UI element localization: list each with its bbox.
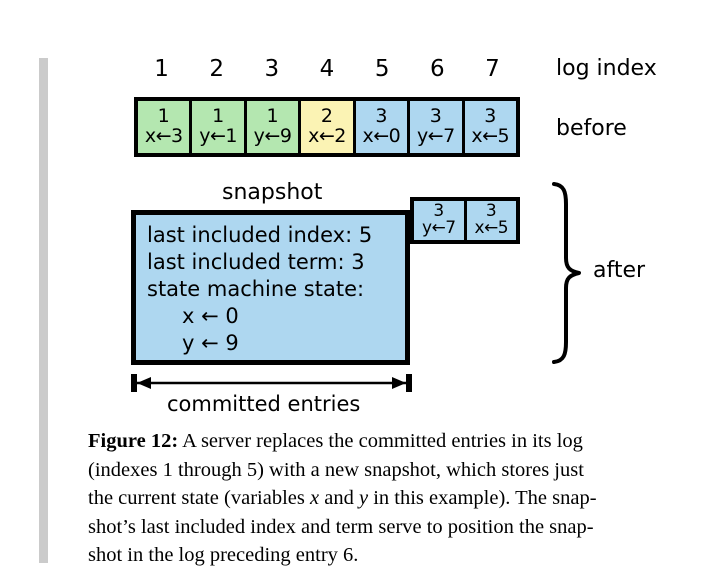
caption-line-5: shot in the log preceding entry 6. bbox=[88, 544, 359, 566]
snapshot-label: snapshot bbox=[222, 180, 323, 205]
log-index-2: 2 bbox=[209, 56, 225, 82]
snapshot-last-included-index: last included index: 5 bbox=[147, 223, 373, 247]
log-entry-7: 3 x←5 bbox=[464, 101, 516, 153]
caption-line-1: Figure 12: A server replaces the committ… bbox=[88, 427, 728, 456]
log-entry-term: 3 bbox=[433, 201, 445, 221]
log-entry-command: y←9 bbox=[253, 125, 292, 147]
log-entry-term: 3 bbox=[484, 105, 497, 127]
after-label: after bbox=[593, 258, 646, 283]
log-index-7: 7 bbox=[485, 56, 500, 82]
log-entry-1: 1 x←3 bbox=[138, 101, 193, 153]
log-entry-command: x←2 bbox=[308, 125, 346, 147]
log-entry-5: 3 x←0 bbox=[355, 101, 411, 153]
log-entry-6: 3 y←7 bbox=[410, 101, 465, 153]
after-log-entry-6: 3 y←7 bbox=[414, 201, 467, 240]
snapshot-state-y: y ← 9 bbox=[182, 331, 239, 355]
page-margin-rule bbox=[39, 58, 48, 563]
committed-entries-arrow-icon bbox=[131, 372, 412, 394]
figure-caption: Figure 12: A server replaces the committ… bbox=[88, 427, 728, 570]
log-entry-term: 2 bbox=[320, 105, 334, 127]
log-entry-term: 3 bbox=[485, 201, 497, 221]
before-log-row: 1 x←3 1 y←1 1 y←9 2 x←2 3 x←0 3 y←7 3 x←… bbox=[134, 97, 520, 157]
before-label: before bbox=[556, 116, 627, 141]
caption-line-4: shot’s last included index and term serv… bbox=[88, 515, 594, 538]
log-entry-term: 1 bbox=[157, 105, 170, 127]
committed-entries-label: committed entries bbox=[167, 392, 361, 416]
after-brace-icon bbox=[548, 180, 592, 366]
log-entry-command: x←5 bbox=[471, 125, 510, 147]
caption-line-1-text: A server replaces the committed entries … bbox=[178, 430, 583, 452]
snapshot-state-machine-state: state machine state: bbox=[147, 277, 365, 301]
log-entry-term: 3 bbox=[429, 105, 442, 127]
after-log-row: 3 y←7 3 x←5 bbox=[410, 197, 520, 244]
log-entry-term: 1 bbox=[266, 105, 279, 127]
log-entry-command: y←7 bbox=[416, 125, 455, 147]
log-entry-4: 2 x←2 bbox=[301, 101, 356, 153]
log-entry-command: x←0 bbox=[362, 125, 401, 147]
log-entry-term: 1 bbox=[212, 105, 225, 127]
log-index-4: 4 bbox=[319, 56, 335, 82]
log-entry-term: 3 bbox=[375, 105, 388, 127]
log-entry-command: y←7 bbox=[421, 218, 456, 238]
caption-line-3: the current state (variables x and y in … bbox=[88, 487, 597, 509]
caption-var-x: x bbox=[309, 487, 320, 509]
after-log-entry-7: 3 x←5 bbox=[466, 201, 516, 240]
snapshot-state-x: x ← 0 bbox=[182, 304, 239, 328]
log-entry-2: 1 y←1 bbox=[192, 101, 247, 153]
log-index-row: 1 2 3 4 5 6 7 bbox=[134, 53, 520, 85]
log-index-5: 5 bbox=[374, 56, 390, 82]
log-index-label: log index bbox=[556, 56, 657, 81]
log-entry-command: y←1 bbox=[199, 125, 238, 147]
log-index-3: 3 bbox=[264, 56, 280, 82]
log-entry-3: 1 y←9 bbox=[246, 101, 302, 153]
snapshot-box: last included index: 5 last included ter… bbox=[131, 210, 410, 365]
log-index-6: 6 bbox=[429, 56, 445, 82]
log-entry-command: x←5 bbox=[474, 218, 509, 238]
log-entry-command: x←3 bbox=[144, 125, 183, 147]
caption-var-y: y bbox=[358, 487, 369, 509]
snapshot-last-included-term: last included term: 3 bbox=[147, 250, 365, 274]
caption-line-2: (indexes 1 through 5) with a new snapsho… bbox=[88, 458, 584, 481]
log-index-1: 1 bbox=[154, 56, 169, 82]
caption-figure-label: Figure 12: bbox=[88, 430, 179, 452]
